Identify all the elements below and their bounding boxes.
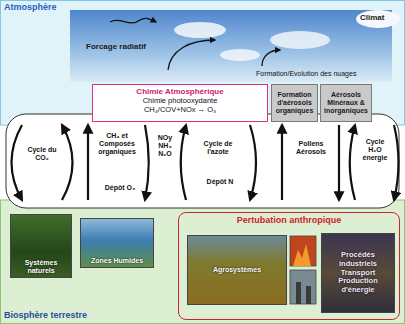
diagram-label: NOy NH₃ N₂O [154,134,176,158]
atmosphere-band: AtmosphèreChimie AtmosphériqueChimie pho… [0,0,405,125]
group-box: Pertubation anthropiqueAgrosystèmes Procé… [178,212,400,320]
band-title: Atmosphère [0,0,405,14]
cycle-arrow [338,125,340,200]
atmosphere-ground [1,1,405,126]
photo-caption: Zones Humides [83,257,151,265]
diagram-label: Pollens Aérosols [289,140,333,156]
diagram-label: Climat [360,13,400,22]
box-label: Formation d'aérosols organiques [274,91,315,115]
cloud [220,49,260,61]
diagram-label: Cycle H₂O énergie [360,138,390,162]
cloud [356,10,400,28]
process-box: Formation d'aérosols organiques [271,84,318,122]
cycle-arrow [62,125,73,200]
cloud [270,31,330,49]
process-box: Chimie AtmosphériqueChimie photooxydante… [92,84,268,122]
factory-photo [290,270,316,304]
radiation-arrow [110,18,156,23]
cycle-arrow [145,125,149,200]
photo-tile: Procédés industriels Transport Productio… [321,233,395,313]
photo-tile: Zones Humides [80,218,154,268]
photo-caption: Procédés industriels Transport Productio… [324,251,392,294]
box-body: Chimie photooxydante CH₄/COV+NOx → O₃ [126,97,234,114]
diagram-label: Dépôt N [198,178,242,186]
diagram-label: Cycle du CO₂ [26,146,58,162]
radiation-arrow [168,40,215,70]
cycle-arrow [181,125,186,200]
diagram-label: CH₄ et Composés organiques [94,132,140,156]
diagram-label: Forcage radiatif [86,42,166,51]
photo-caption: Systèmes naturels [13,259,69,275]
cloud [174,22,226,38]
cloud-arrow [262,50,280,66]
diagram-label: Cycle de l'azote [194,140,242,156]
box-label: Aérosols Minéraux & inorganiques [323,91,369,115]
photo-tile: Systèmes naturels [10,214,72,278]
photo-tile: Agrosystèmes [187,235,287,305]
photo-caption: Agrosystèmes [190,266,284,274]
cycle-arrow [87,125,89,200]
chimney [296,282,301,304]
cycle-arrow [394,125,399,200]
cycle-arrow [281,125,283,200]
biosphere-ground [1,200,405,324]
diagram-label: Formation/Evolution des nuages [256,70,386,78]
sky-photo [70,10,392,82]
exchange-band [6,114,399,208]
flame [293,244,311,266]
cycle-arrow [250,125,256,200]
process-box: Aérosols Minéraux & inorganiques [320,84,372,122]
fire-photo [290,236,316,266]
chimney [306,286,311,304]
cycle-arrow [12,125,23,200]
box-title: Chimie Atmosphérique [96,87,264,96]
cycle-arrow [350,125,355,200]
diagram-label: Dépôt O₃ [100,184,140,192]
group-title: Pertubation anthropique [179,213,399,225]
biosphere-band: Biosphère terrestreSystèmes naturelsZone… [0,200,405,324]
